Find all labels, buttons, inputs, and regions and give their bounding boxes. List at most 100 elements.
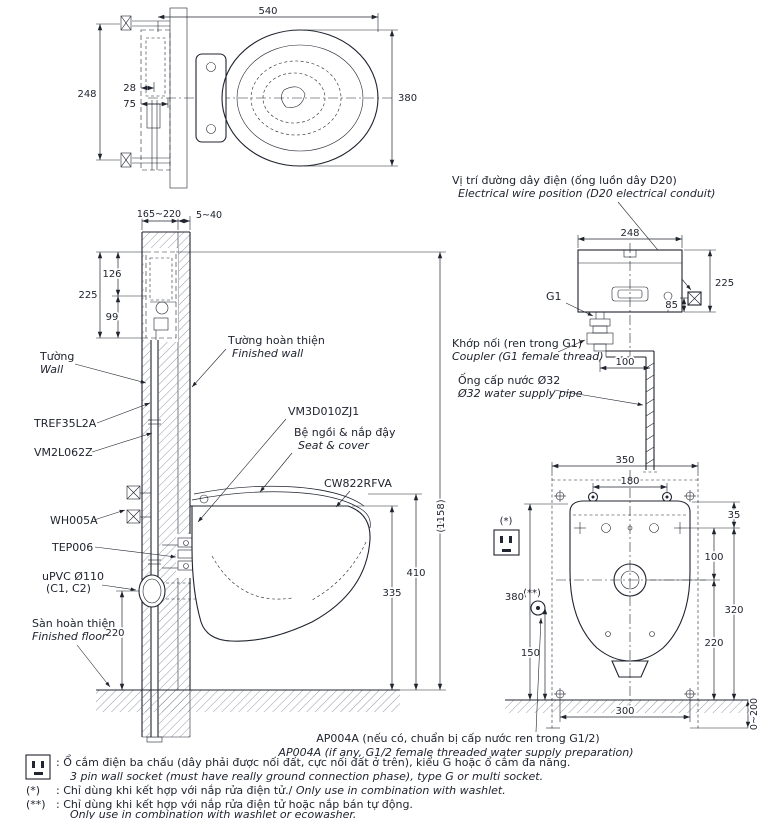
seat-label-en: Seat & cover bbox=[298, 439, 370, 452]
dim-300: 300 bbox=[559, 700, 691, 722]
dim-label-b300: 300 bbox=[615, 706, 634, 717]
callout-wall: Tường Wall bbox=[39, 350, 147, 384]
dim-150: 150 bbox=[519, 608, 548, 700]
callout-upvc: uPVC Ø110 (C1, C2) bbox=[42, 570, 137, 595]
dim-label-99: 99 bbox=[106, 312, 119, 323]
callout-supply-pipe: Ống cấp nước Ø32 Ø32 water supply pipe bbox=[457, 373, 644, 406]
bowl-inner-rim bbox=[236, 44, 364, 152]
dim-label-finish-range: 5~40 bbox=[196, 210, 222, 221]
dim-label-248: 248 bbox=[77, 89, 96, 100]
footnote-star-text: : Chỉ dùng khi kết hợp với nắp rửa điện … bbox=[56, 784, 506, 797]
star-marker: (*) bbox=[500, 516, 513, 527]
section-view: 165~220 5~40 225 126 99 220 bbox=[32, 207, 449, 743]
part-label-tref35l2a: TREF35L2A bbox=[33, 417, 97, 430]
footnote-double-star-text-vn: : Chỉ dùng khi kết hợp với nắp rửa điện … bbox=[56, 798, 413, 811]
dim-label-380: 380 bbox=[398, 93, 417, 104]
dim-label-t100: 100 bbox=[615, 357, 634, 368]
dim-label-t225: 225 bbox=[715, 278, 734, 289]
dim-248: 248 bbox=[76, 23, 120, 161]
bowl-front-view: 350 180 (*) (**) bbox=[493, 453, 760, 732]
part-label-upvc-2: (C1, C2) bbox=[46, 582, 91, 595]
dim-label-t85: 85 bbox=[665, 300, 678, 311]
dim-label-b150: 150 bbox=[521, 648, 540, 659]
dim-right-chain: 35 320 100 220 bbox=[650, 501, 745, 700]
floor-label-vn: Sàn hoàn thiện bbox=[32, 617, 115, 630]
finished-wall-hatch bbox=[179, 232, 190, 690]
dim-label-28: 28 bbox=[123, 83, 136, 94]
dim-label-75: 75 bbox=[123, 99, 136, 110]
corner-bolts bbox=[554, 490, 696, 700]
concealed-tank-outline bbox=[140, 29, 171, 171]
supply-label-en: Ø32 water supply pipe bbox=[457, 387, 583, 400]
dim-label-180: 180 bbox=[620, 476, 639, 487]
anchor-bolt-top bbox=[120, 15, 170, 31]
double-star-marker: (**) bbox=[523, 588, 541, 599]
callout-seat-cover: Bệ ngồi & nắp đậy Seat & cover bbox=[259, 426, 396, 493]
jet-outlet bbox=[281, 86, 306, 108]
wire-position-label-vn: Vị trí đường dây điện (ống luồn dây D20) bbox=[452, 174, 677, 187]
dim-label-220: 220 bbox=[105, 628, 124, 639]
callout-cw822rfva: CW822RFVA bbox=[324, 477, 392, 508]
part-label-tep006: TEP006 bbox=[51, 541, 93, 554]
dim-tank-248: 248 bbox=[577, 226, 683, 248]
dim-label-floor-range: 0~200 bbox=[749, 698, 760, 730]
dim-label-335: 335 bbox=[382, 588, 401, 599]
dim-label-225: 225 bbox=[78, 290, 97, 301]
dim-label-126: 126 bbox=[102, 269, 121, 280]
side-view-in-wall-tank: 248 28 75 bbox=[76, 7, 188, 189]
coupler-label-en: Coupler (G1 female thread) bbox=[452, 350, 604, 363]
dim-label-wall-range: 165~220 bbox=[137, 209, 181, 220]
plan-view-bowl: 540 380 bbox=[148, 4, 419, 167]
dim-380-height: 380 bbox=[503, 503, 568, 700]
dim-75: 75 bbox=[122, 97, 169, 112]
dim-conduit-85: 85 bbox=[664, 297, 688, 313]
dim-label-b35: 35 bbox=[728, 510, 741, 521]
footnotes: : Ổ cắm điện ba chấu (dây phải được nối … bbox=[25, 754, 570, 821]
mounting-plate bbox=[195, 53, 227, 143]
ap004a-label-vn: AP004A (nếu có, chuẩn bị cấp nước ren tr… bbox=[316, 732, 599, 745]
dim-label-b380: 380 bbox=[505, 592, 524, 603]
flush-pipe bbox=[146, 340, 163, 743]
coupler-label-vn: Khớp nối (ren trong G1) bbox=[452, 337, 582, 350]
part-label-vm2l062z: VM2L062Z bbox=[34, 446, 93, 459]
wall-anchor-bolts bbox=[126, 485, 151, 524]
dim-tank-heights: 225 126 99 bbox=[77, 251, 146, 339]
socket-icon bbox=[25, 754, 51, 780]
wire-position-label-en: Electrical wire position (D20 electrical… bbox=[458, 187, 715, 200]
callout-tep006: TEP006 bbox=[51, 541, 177, 559]
supply-label-vn: Ống cấp nước Ø32 bbox=[458, 373, 560, 387]
seat-label-vn: Bệ ngồi & nắp đậy bbox=[294, 426, 396, 439]
electrical-conduit bbox=[687, 291, 702, 306]
dim-label-t248: 248 bbox=[620, 228, 639, 239]
dim-floor-range: 0~200 bbox=[546, 696, 760, 732]
dim-380-plan: 380 bbox=[304, 29, 419, 167]
callout-g1: G1 bbox=[546, 290, 594, 317]
tank-front-view: Vị trí đường dây điện (ống luồn dây D20)… bbox=[452, 174, 736, 473]
finished-wall-label-vn: Tường hoàn thiện bbox=[227, 334, 325, 347]
wall-label-vn: Tường bbox=[39, 350, 74, 363]
footnote-socket-en: 3 pin wall socket (must have really grou… bbox=[70, 770, 543, 783]
coupler-assembly bbox=[586, 312, 654, 358]
g1-label: G1 bbox=[546, 290, 562, 303]
supply-pipe bbox=[643, 351, 657, 473]
dim-28: 28 bbox=[122, 81, 155, 96]
footnote-socket-vn: : Ổ cắm điện ba chấu (dây phải được nối … bbox=[56, 754, 570, 769]
callout-tref35l2a: TREF35L2A bbox=[33, 402, 151, 430]
dim-label-350: 350 bbox=[615, 455, 634, 466]
dim-label-b220: 220 bbox=[704, 638, 723, 649]
callout-vm3d010zj1: VM3D010ZJ1 bbox=[197, 405, 359, 523]
dim-wall-thickness: 165~220 5~40 bbox=[135, 207, 224, 230]
footnote-double-star-text-en: Only use in combination with washlet or … bbox=[70, 808, 356, 819]
floor-front bbox=[505, 699, 757, 713]
part-label-cw822rfva: CW822RFVA bbox=[324, 477, 392, 490]
dim-label-b100: 100 bbox=[704, 552, 723, 563]
floor bbox=[96, 689, 400, 712]
concealed-cistern bbox=[145, 251, 177, 340]
wall-label-en: Wall bbox=[40, 363, 63, 376]
callout-finished-wall: Tường hoàn thiện Finished wall bbox=[191, 334, 325, 388]
part-label-wh005a: WH005A bbox=[50, 514, 98, 527]
dim-350: 350 bbox=[551, 453, 699, 476]
